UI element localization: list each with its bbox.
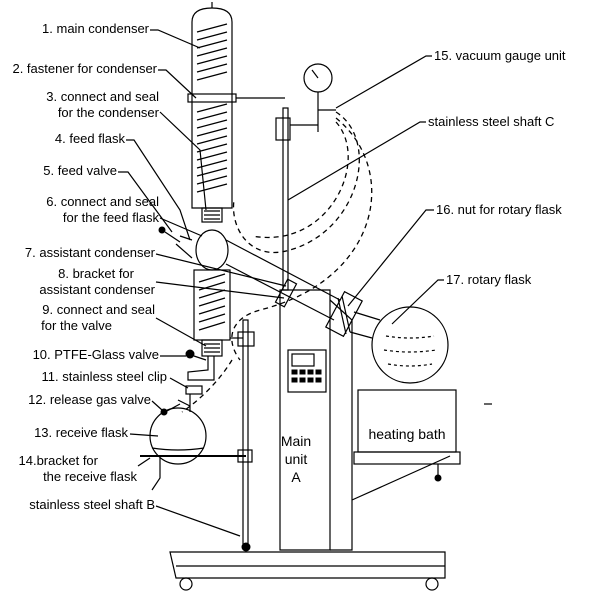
bath-knob xyxy=(434,474,442,482)
label-bracket-receive-2: the receive flask xyxy=(43,469,137,484)
heating-bath-label: heating bath xyxy=(368,426,445,442)
leader-lines-right xyxy=(287,55,444,325)
vapor-duct xyxy=(225,239,364,338)
ptfe-valve-knob xyxy=(185,349,195,359)
label-feed-flask: 4. feed flask xyxy=(55,131,126,146)
leader-lines-left xyxy=(118,29,287,537)
label-feed-valve: 5. feed valve xyxy=(43,163,117,178)
main-condenser-coils xyxy=(196,23,228,193)
label-assistant-condenser: 7. assistant condenser xyxy=(25,245,156,260)
control-buttons xyxy=(291,369,322,383)
label-shaft-c: stainless steel shaft C xyxy=(428,114,554,129)
labels-left: 1. main condenser 2. fastener for conden… xyxy=(12,21,167,512)
heating-bath xyxy=(357,389,457,453)
label-connect-seal-valve-1: 9. connect and seal xyxy=(42,302,155,317)
condenser-seal xyxy=(201,207,223,223)
label-main-condenser: 1. main condenser xyxy=(42,21,150,36)
shaft-b xyxy=(242,319,249,547)
heating-bath-unit: heating bath xyxy=(353,389,461,482)
label-vacuum-gauge: 15. vacuum gauge unit xyxy=(434,48,566,63)
main-unit-line2: unit xyxy=(285,451,308,467)
label-stainless-clip: 11. stainless steel clip xyxy=(42,369,168,384)
label-bracket-assistant-2: assistant condenser xyxy=(39,282,155,297)
label-bracket-assistant-1: 8. bracket for xyxy=(58,266,135,281)
base-platform xyxy=(169,542,446,591)
wheel-right xyxy=(425,577,439,591)
label-connect-seal-feed-2: for the feed flask xyxy=(63,210,160,225)
rotary-flask-body xyxy=(349,306,449,384)
cooling-tubes xyxy=(181,111,373,413)
label-receive-flask: 13. receive flask xyxy=(34,425,128,440)
label-connect-seal-valve-2: for the valve xyxy=(41,318,112,333)
labels-right: 15. vacuum gauge unit stainless steel sh… xyxy=(428,48,566,287)
label-ptfe-valve: 10. PTFE-Glass valve xyxy=(33,347,159,362)
stainless-clip xyxy=(185,385,203,395)
wheel-left xyxy=(179,577,193,591)
label-connect-seal-condenser-1: 3. connect and seal xyxy=(46,89,159,104)
label-release-gas-valve: 12. release gas valve xyxy=(28,392,151,407)
feed-valve-knob xyxy=(158,226,166,234)
label-shaft-b: stainless steel shaft B xyxy=(29,497,155,512)
label-connect-seal-feed-1: 6. connect and seal xyxy=(46,194,159,209)
label-fastener: 2. fastener for condenser xyxy=(12,61,157,76)
main-unit-a: Main unit A xyxy=(279,289,451,551)
label-nut-rotary: 16. nut for rotary flask xyxy=(436,202,562,217)
shaft-c-assembly xyxy=(275,63,336,291)
label-connect-seal-condenser-2: for the condenser xyxy=(58,105,160,120)
label-rotary-flask: 17. rotary flask xyxy=(446,272,532,287)
main-condenser-body xyxy=(187,2,285,223)
control-panel xyxy=(287,349,327,393)
main-unit-line3: A xyxy=(291,469,301,485)
main-unit-line1: Main xyxy=(281,433,311,449)
label-bracket-receive-1: 14.bracket for xyxy=(19,453,99,468)
control-display xyxy=(291,353,315,367)
assistant-condenser-body xyxy=(158,226,231,357)
